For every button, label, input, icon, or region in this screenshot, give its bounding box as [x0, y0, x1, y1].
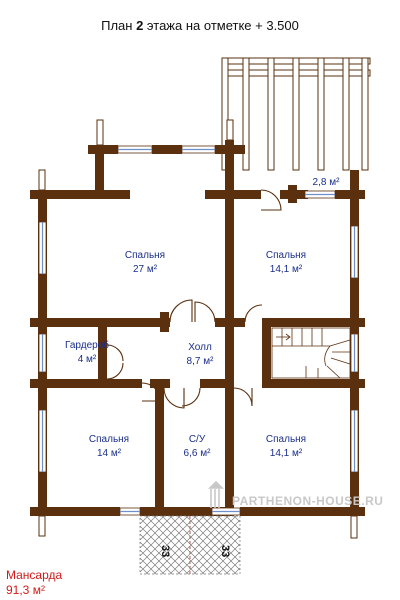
room-name-spalnya-14-1-bottom: Спальня	[266, 434, 306, 445]
foundation-label-left: 33	[159, 545, 171, 557]
watermark-text: PARTHENON-HOUSE.RU	[232, 494, 383, 508]
room-name-garderob: Гардероб	[65, 339, 109, 351]
log-ends	[38, 119, 358, 539]
windows	[38, 145, 359, 516]
pergola	[221, 57, 371, 171]
room-area-su: 6,6 м²	[184, 448, 212, 459]
foundation-label-right: 33	[219, 545, 231, 557]
room-area-spalnya-27: 27 м²	[133, 264, 158, 275]
plan-title: План 2 этажа на отметке + 3.500	[101, 18, 299, 33]
summary-label: Мансарда	[6, 568, 63, 582]
doors	[106, 189, 282, 409]
room-name-su: С/У	[189, 434, 206, 445]
room-area-holl: 8,7 м²	[187, 356, 215, 367]
room-area-spalnya-14-1-bottom: 14,1 м²	[270, 448, 303, 459]
balcony-area: 2,8 м²	[313, 177, 341, 188]
room-name-spalnya-14: Спальня	[89, 434, 129, 445]
room-name-holl: Холл	[188, 342, 212, 353]
room-area-garderob: 4 м²	[78, 354, 97, 365]
staircase	[271, 327, 351, 379]
watermark: PARTHENON-HOUSE.RU	[208, 480, 383, 508]
room-area-spalnya-14: 14 м²	[97, 448, 122, 459]
summary-area: 91,3 м²	[6, 583, 45, 597]
room-name-spalnya-14-1-top: Спальня	[266, 250, 306, 261]
room-name-spalnya-27: Спальня	[125, 250, 165, 261]
room-labels: Спальня 27 м² Спальня 14,1 м² Гардероб 4…	[65, 177, 340, 459]
foundation-area: 33 33	[139, 515, 241, 575]
room-area-spalnya-14-1-top: 14,1 м²	[270, 264, 303, 275]
